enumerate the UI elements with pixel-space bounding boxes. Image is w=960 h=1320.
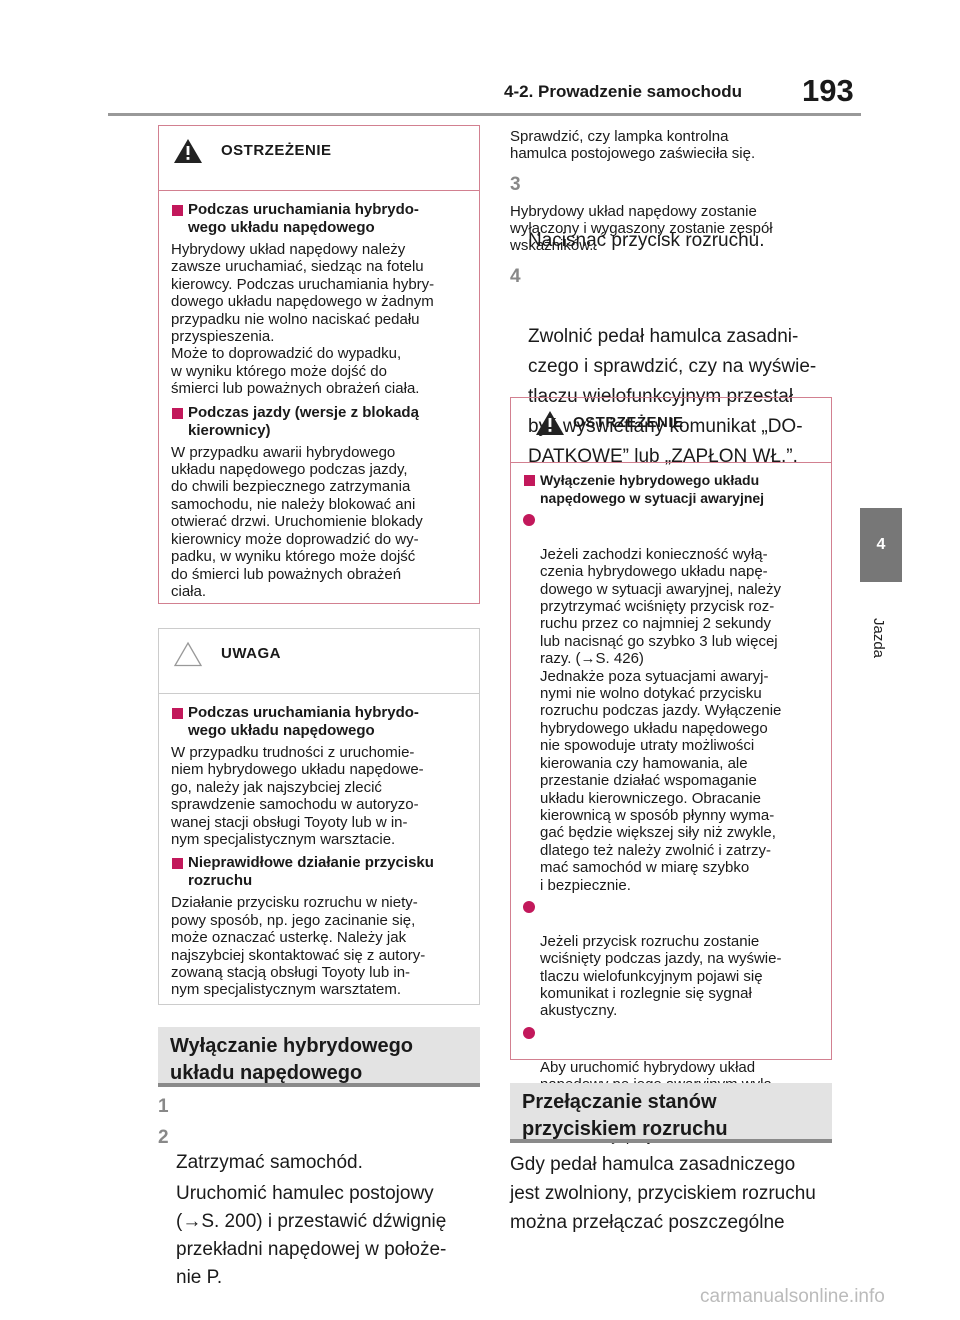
page-number: 193	[802, 73, 854, 108]
caution-triangle-outline-icon	[173, 641, 203, 667]
round-bullet-icon	[523, 900, 535, 913]
round-bullet-icon	[523, 1026, 535, 1039]
warning-box-emergency: OSTRZEŻENIE Wyłączenie hybrydowego układ…	[510, 397, 832, 1145]
warning-bullet: Jeżeli zachodzi konieczność wyłą- czenia…	[523, 511, 819, 894]
watermark: carmanualsonline.info	[700, 1286, 885, 1307]
square-bullet-icon	[172, 858, 183, 870]
warning-box-title: OSTRZEŻENIE	[573, 414, 684, 431]
notice-box: UWAGA Podczas uruchamiania hybrydo- wego…	[158, 628, 480, 1005]
warning-subheading: Podczas uruchamiania hybrydo- wego układ…	[171, 201, 467, 237]
notice-paragraph: Działanie przycisku rozruchu w niety- po…	[171, 894, 426, 999]
square-bullet-icon	[172, 407, 183, 419]
step-item: 4 Zwolnić pedał hamulca zasadni- czego i…	[510, 266, 817, 467]
step-item: 1 Zatrzymać samochód.	[158, 1096, 363, 1173]
warning-triangle-icon	[536, 411, 564, 435]
warning-box-header: OSTRZEŻENIE	[159, 126, 479, 191]
warning-box-start: OSTRZEŻENIE Podczas uruchamiania hybrydo…	[158, 125, 480, 604]
notice-subheading: Podczas uruchamiania hybrydo- wego układ…	[171, 704, 467, 740]
step-note: Hybrydowy układ napędowy zostanie wyłącz…	[510, 203, 773, 254]
step-item: 3 Nacisnąć przycisk rozruchu.	[510, 174, 765, 251]
square-bullet-icon	[172, 205, 183, 216]
square-bullet-icon	[524, 475, 535, 486]
warning-subheading: Wyłączenie hybrydowego układu napędowego…	[523, 471, 819, 507]
section-heading-shutdown: Wyłączanie hybrydowego układu napędowego	[158, 1027, 480, 1087]
chapter-label: Jazda	[870, 618, 887, 659]
warning-subheading: Podczas jazdy (wersje z blokadą kierowni…	[171, 404, 467, 440]
section-heading-power-modes: Przełączanie stanów przyciskiem rozruchu	[510, 1083, 832, 1143]
section-body-text: Gdy pedał hamulca zasadniczego jest zwol…	[510, 1154, 816, 1233]
warning-box-title: OSTRZEŻENIE	[221, 142, 332, 159]
warning-paragraph: Hybrydowy układ napędowy należy zawsze u…	[171, 241, 435, 398]
warning-paragraph: W przypadku awarii hybrydowego układu na…	[171, 443, 423, 600]
header-title: 4-2. Prowadzenie samochodu	[504, 82, 743, 101]
notice-box-title: UWAGA	[221, 645, 281, 662]
round-bullet-icon	[523, 514, 535, 526]
square-bullet-icon	[172, 708, 183, 719]
chapter-tab[interactable]: 4	[860, 508, 902, 582]
notice-paragraph: W przypadku trudności z uruchomie- niem …	[171, 744, 424, 849]
step-item: 2 Uruchomić hamulec postojowy (→S. 200) …	[158, 1127, 447, 1288]
header-rule	[108, 113, 861, 116]
step-note: Sprawdzić, czy lampka kontrolna hamulca …	[510, 128, 756, 162]
notice-subheading: Nieprawidłowe działanie przycisku rozruc…	[171, 854, 467, 890]
warning-bullet: Jeżeli przycisk rozruchu zostanie wciśni…	[523, 898, 819, 1020]
warning-box-header: OSTRZEŻENIE	[511, 398, 831, 463]
notice-box-header: UWAGA	[159, 629, 479, 694]
warning-triangle-icon	[174, 139, 202, 163]
